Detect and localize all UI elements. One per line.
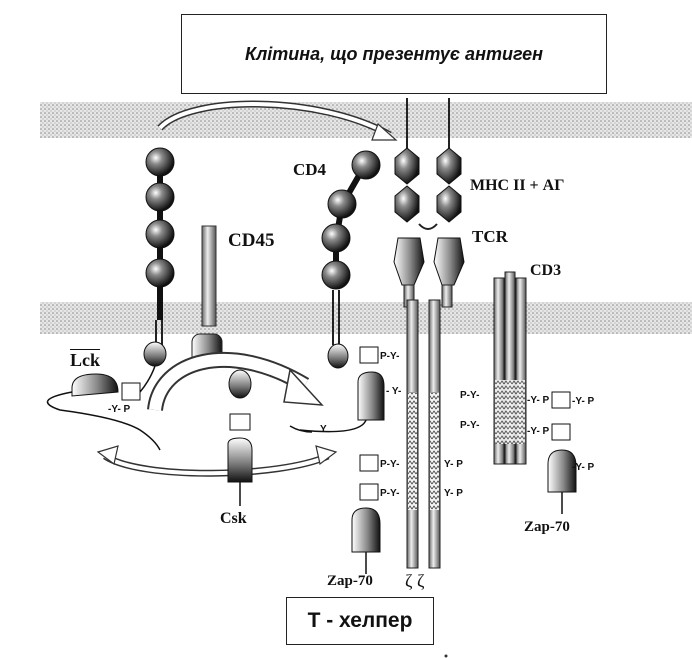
zap70-left [351, 454, 381, 574]
cd3-yp-2: -Y- P [527, 426, 550, 437]
zap-right-yp-2: -Y- P [572, 462, 595, 473]
cd4-lck-y: - Y- [386, 386, 402, 397]
cd45-extracellular-chain [145, 147, 175, 345]
apc-title-box: Клітина, що презентує антиген [181, 14, 607, 94]
label-lck: Lck [70, 350, 101, 370]
label-cd45: CD45 [228, 230, 275, 251]
cd3-py-1: P-Y- [460, 390, 480, 401]
zap-right-yp-1: -Y- P [572, 396, 595, 407]
zeta-yp-2: Y- P [444, 488, 463, 499]
label-mhc: MHC II + АГ [470, 177, 565, 194]
t-helper-title: Т - хелпер [307, 609, 413, 632]
cd4-lck-py: P-Y- [380, 351, 400, 362]
tcr-molecule [393, 237, 465, 308]
mhc-ii-molecule [394, 98, 462, 230]
cd3-yp-1: -Y- P [527, 395, 550, 406]
t-helper-box: Т - хелпер [286, 597, 434, 645]
zeta-chains [406, 299, 441, 569]
label-csk: Csk [220, 510, 247, 527]
cd45-rod [201, 225, 217, 327]
cd4-lck-y-end: Y [320, 424, 327, 435]
lck-yp: -Y- P [108, 404, 131, 415]
cd3-py-2: P-Y- [460, 420, 480, 431]
zap70-right [547, 391, 577, 514]
label-cd4: CD4 [293, 160, 327, 179]
zeta-yp-1: Y- P [444, 459, 463, 470]
zap-left-py-1: P-Y- [380, 459, 400, 470]
zap-left-py-2: P-Y- [380, 488, 400, 499]
label-tcr: TCR [472, 227, 508, 246]
cd4-molecule [321, 150, 381, 345]
label-zeta: ζ ζ [405, 571, 425, 591]
apc-title: Клітина, що презентує антиген [245, 43, 543, 64]
csk-kinase [227, 369, 253, 506]
stray-dot [444, 654, 448, 658]
label-zap70-right: Zap-70 [524, 519, 570, 535]
lck-kinase [46, 341, 167, 451]
tcell-membrane [40, 302, 692, 334]
label-cd3: CD3 [530, 262, 562, 279]
cd3-molecule [493, 271, 527, 465]
label-zap70-left: Zap-70 [327, 573, 373, 589]
cd4-lck-kinase [289, 343, 385, 433]
